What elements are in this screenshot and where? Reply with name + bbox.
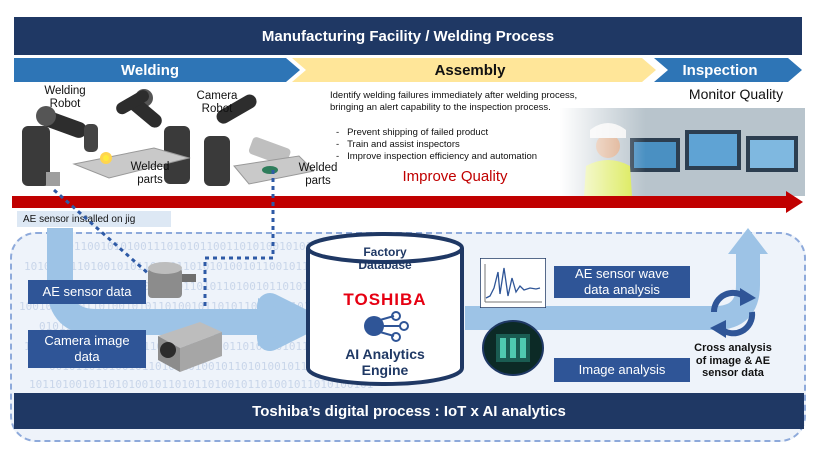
monitor-quality-text: Monitor Quality [688, 86, 784, 102]
ae-sensor-note: AE sensor installed on jig [17, 211, 171, 227]
bullet-item: - Prevent shipping of failed product [336, 127, 489, 138]
chevron-inspection [654, 58, 802, 82]
inspection-photo [560, 108, 805, 196]
svg-text:101101001011010100101101011010: 1011010010110101001011010110100101101001… [29, 378, 373, 391]
assembly-bullets: - Prevent shipping of failed product - T… [336, 127, 596, 163]
factory-database-label: Factory Database [358, 245, 412, 272]
ae-sensor-data-label: AE sensor data [28, 280, 146, 304]
stage-welding: Welding [120, 61, 180, 79]
stage-chevrons [14, 58, 802, 82]
bullet-item: - Improve inspection efficiency and auto… [336, 151, 538, 162]
ae-sensor-icon [148, 262, 196, 298]
camera-image-data-label: Camera image data [28, 330, 146, 368]
chevron-welding [14, 58, 300, 82]
svg-text:010110010101001110101011001101: 0101100101010011101010110011010100101010… [54, 240, 379, 253]
toshiba-brand: TOSHIBA [343, 290, 427, 309]
assembly-description: Identify welding failures immediately af… [330, 90, 578, 113]
stage-inspection: Inspection [682, 61, 758, 79]
image-analysis-label: Image analysis [554, 358, 690, 382]
ae-wave-chart-icon [480, 258, 546, 308]
svg-text:101001011010010101100101101010: 1010010110100101011001011010101001011001… [24, 260, 368, 273]
stage-assembly: Assembly [434, 61, 506, 79]
cross-analysis-label: Cross analysis of image & AE sensor data [694, 342, 772, 379]
weld-image-icon [482, 320, 544, 376]
page-title: Manufacturing Facility / Welding Process [14, 17, 802, 55]
factory-database-cylinder [306, 232, 464, 386]
camera-icon [158, 322, 222, 372]
chevron-assembly [292, 58, 656, 82]
ae-wave-analysis-label: AE sensor wave data analysis [554, 266, 690, 298]
welding-robots-illustration [22, 89, 314, 186]
cycle-arrows-icon [710, 288, 756, 338]
digital-process-title: Toshiba’s digital process : IoT x AI ana… [14, 393, 804, 429]
improve-quality-arrow [12, 191, 803, 213]
bullet-item: - Train and assist inspectors [336, 139, 460, 150]
ai-network-icon [364, 311, 409, 342]
ai-engine-label: AI Analytics Engine [345, 346, 425, 378]
improve-quality-text: Improve Quality [402, 168, 508, 185]
